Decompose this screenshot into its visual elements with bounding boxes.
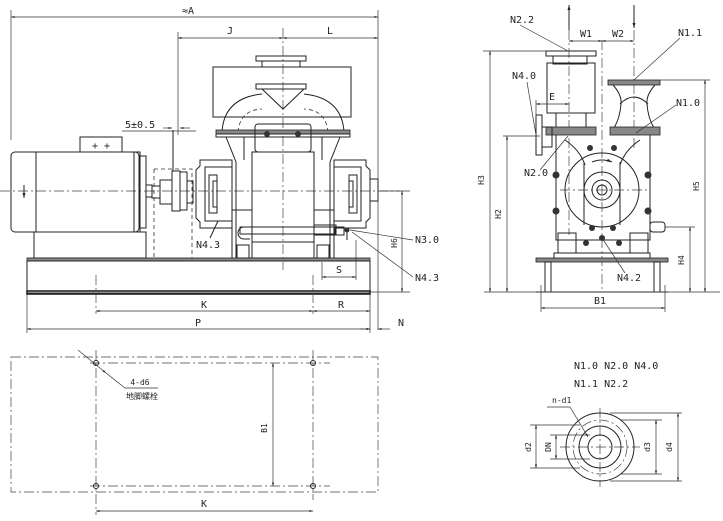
flange-detail: N1.0 N2.0 N4.0 N1.1 N2.2 n-d1 d2 DN d3 d…: [524, 361, 682, 487]
bolt-hole: [310, 360, 316, 366]
dim-d4-label: d4: [665, 442, 674, 452]
dim-w1-label: W1: [580, 29, 592, 40]
dim-h5-label: H5: [692, 181, 701, 191]
dim-s-label: S: [336, 265, 342, 276]
dim-j-label: J: [227, 26, 233, 37]
label-n1-0: N1.0: [676, 98, 700, 109]
plan-view: 4-d6 地脚螺栓 B1 K: [10, 349, 379, 515]
pump-end-casing: [552, 135, 666, 260]
anchor-bolt-holes: [93, 360, 316, 489]
label-n3-0: N3.0: [415, 235, 439, 246]
discharge-separator: [545, 50, 597, 136]
bolt-note-label: 地脚螺栓: [126, 391, 158, 401]
dim-plan-b1-label: B1: [260, 423, 269, 433]
bearing-housing-right: [333, 159, 379, 229]
dim-n-d1-label: n-d1: [552, 396, 571, 405]
dim-a-label: ≈A: [182, 6, 194, 17]
label-n1-1: N1.1: [678, 28, 702, 39]
flange-header-line1: N1.0 N2.0 N4.0: [574, 361, 658, 372]
dim-dn-label: DN: [544, 442, 553, 452]
motor-base: [33, 231, 147, 259]
drain-plug: [649, 221, 666, 233]
flange-outer: [565, 412, 635, 482]
label-n4-0: N4.0: [512, 71, 536, 82]
dim-w2-label: W2: [612, 29, 624, 40]
end-view: W1 W2: [477, 5, 720, 312]
base-frame: [26, 257, 371, 333]
label-n2-0: N2.0: [524, 168, 548, 179]
terminal-box: [79, 136, 123, 153]
dim-r-label: R: [338, 300, 345, 311]
dim-h4-label: H4: [677, 255, 686, 265]
n4-0-flange: [535, 114, 543, 156]
dim-d2-label: d2: [524, 442, 533, 452]
bearing-housing-left: [195, 159, 233, 239]
dim-p-label: P: [195, 318, 201, 329]
label-n4-3-left: N4.3: [196, 240, 220, 251]
dim-e-label: E: [549, 92, 555, 103]
base-outline: [10, 356, 379, 493]
dim-h6-label: H6: [390, 238, 399, 248]
flange-header-line2: N1.1 N2.2: [574, 379, 628, 390]
separator-tank: [212, 55, 352, 118]
bolt-hole: [310, 483, 316, 489]
suction-inlet: [607, 79, 661, 136]
bolt-spec-label: 4-d6: [130, 378, 149, 387]
dim-gap-label: 5±0.5: [125, 120, 155, 131]
dim-l-label: L: [327, 26, 333, 37]
dim-b1-label: B1: [594, 296, 606, 307]
dim-n-label: N: [398, 318, 404, 329]
label-n4-2: N4.2: [617, 273, 641, 284]
side-view: ≈A J L 5±0.5: [0, 6, 439, 333]
dim-h3-label: H3: [477, 175, 486, 185]
seal-water-pipe: [237, 224, 350, 240]
label-n4-3-right: N4.3: [415, 273, 439, 284]
label-n2-2: N2.2: [510, 15, 534, 26]
dim-d3-label: d3: [643, 442, 652, 452]
bolt-hole: [93, 483, 99, 489]
dim-k-label: K: [201, 300, 207, 311]
dim-h2-label: H2: [494, 209, 503, 219]
terminal-box-symbol: + +: [92, 141, 110, 152]
coupling: [151, 130, 194, 258]
motor: + +: [10, 136, 153, 259]
dim-plan-k-label: K: [201, 499, 207, 510]
